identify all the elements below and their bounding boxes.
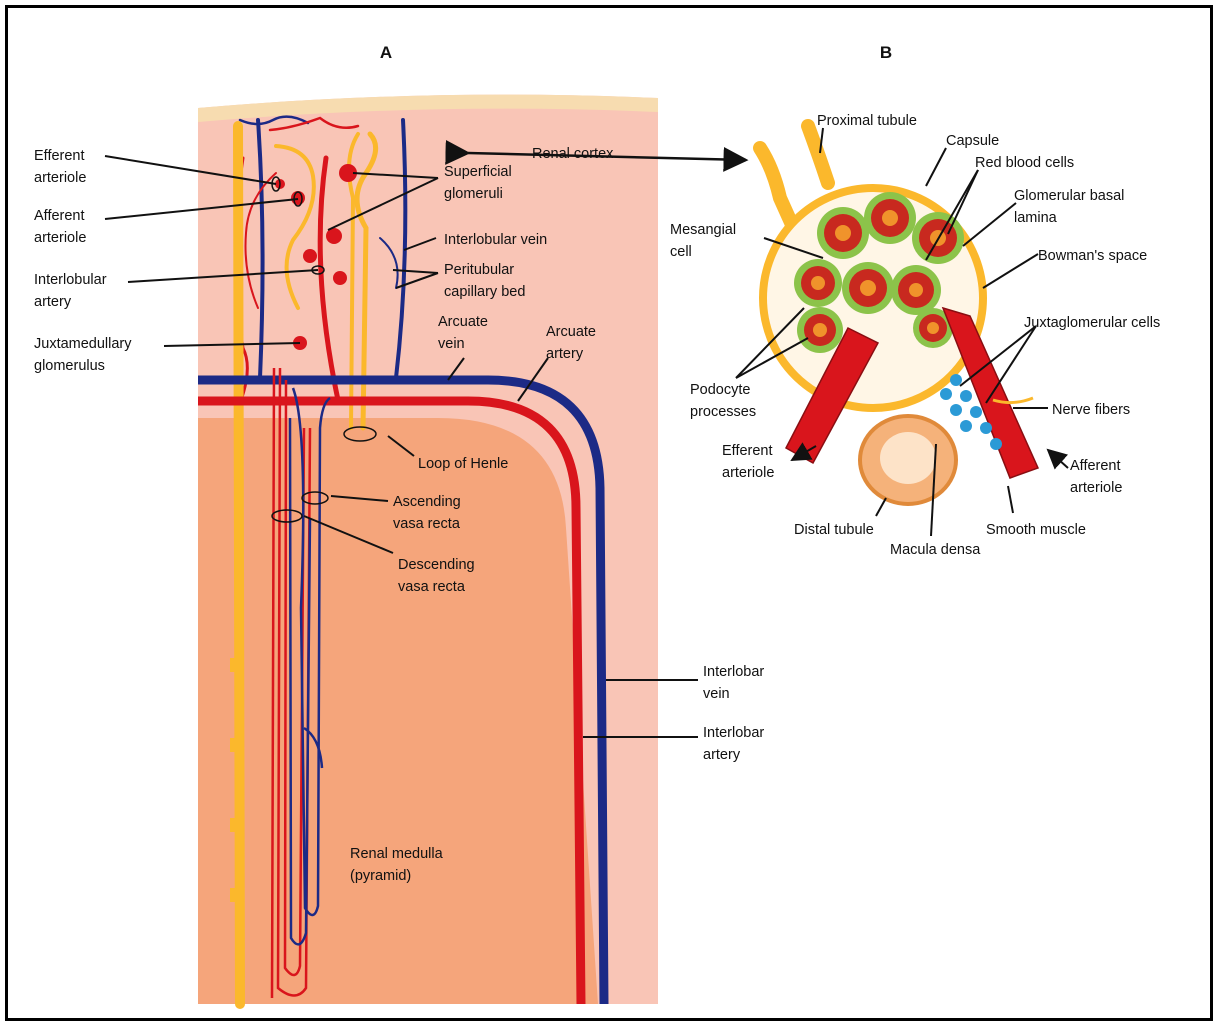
label-glomerular-basal-lamina: Glomerular basal lamina [1014, 188, 1128, 226]
panel-b: B [670, 43, 1160, 558]
label-interlobular-artery: Interlobular artery [34, 272, 111, 310]
label-macula-densa: Macula densa [890, 542, 981, 558]
label-smooth-muscle: Smooth muscle [986, 522, 1086, 538]
label-nerve-fibers: Nerve fibers [1052, 402, 1130, 418]
figure-frame: A [5, 5, 1213, 1021]
panel-a: A [34, 43, 768, 1004]
label-proximal-tubule: Proximal tubule [817, 113, 917, 129]
panel-a-letter: A [380, 43, 392, 62]
label-red-blood-cells: Red blood cells [975, 155, 1074, 171]
label-afferent-arteriole-b: Afferent arteriole [1070, 458, 1125, 496]
label-loop-of-henle: Loop of Henle [418, 456, 508, 472]
kidney-diagram: A [8, 8, 1216, 1024]
label-distal-tubule: Distal tubule [794, 522, 874, 538]
label-juxtaglomerular-cells: Juxtaglomerular cells [1024, 315, 1160, 331]
proximal-tubule-b-2 [808, 126, 828, 183]
label-juxtamedullary-glomerulus: Juxtamedullary glomerulus [34, 336, 136, 374]
label-capsule: Capsule [946, 133, 999, 149]
label-mesangial-cell: Mesangial cell [670, 222, 740, 260]
label-interlobar-artery: Interlobar artery [703, 725, 768, 763]
label-efferent-arteriole-b: Efferent arteriole [722, 443, 777, 481]
label-bowmans-space: Bowman's space [1038, 248, 1147, 264]
label-interlobar-vein: Interlobar vein [703, 664, 768, 702]
panel-b-letter: B [880, 43, 892, 62]
label-interlobular-vein: Interlobular vein [444, 232, 547, 248]
label-efferent-arteriole: Efferent arteriole [34, 148, 89, 186]
distal-tubule-lumen [880, 432, 936, 484]
label-podocyte-processes: Podocyte processes [690, 382, 756, 420]
label-afferent-arteriole: Afferent arteriole [34, 208, 89, 246]
